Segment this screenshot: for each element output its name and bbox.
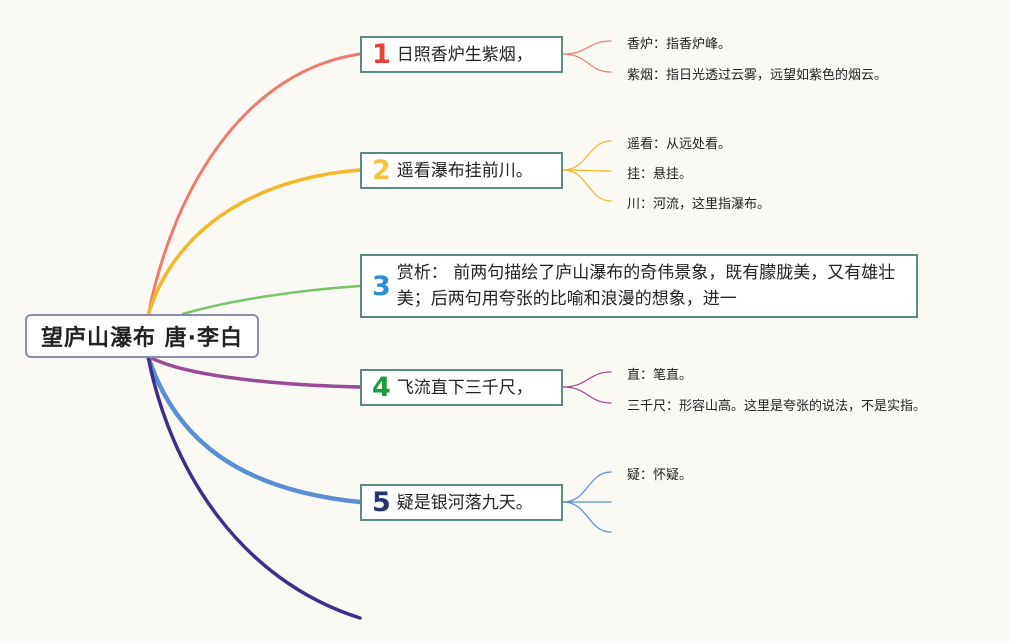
note-2-3[interactable]: 川：河流，这里指瀑布。 (627, 197, 771, 212)
branch-2-connector (146, 168, 362, 318)
extra-connector (146, 354, 362, 620)
root-title: 望庐山瀑布 唐·李白 (40, 326, 244, 351)
note-4-1[interactable]: 直：笔直。 (627, 368, 693, 383)
note-4-2[interactable]: 三千尺：形容山高。这里是夸张的说法，不是实指。 (627, 399, 927, 414)
branch-1-number: 1 (372, 39, 391, 70)
branch-1-connector (146, 52, 362, 318)
branch-5-note-connector-3 (562, 501, 612, 533)
branch-3[interactable]: 3 赏析： 前两句描绘了庐山瀑布的奇伟景象，既有朦胧美，又有雄壮美；后两句用夸张… (360, 254, 918, 318)
branch-4-note-connector-1 (562, 371, 612, 388)
note-1-2[interactable]: 紫烟：指日光透过云雾，远望如紫色的烟云。 (627, 68, 888, 83)
branch-1-note-connector-1 (562, 40, 612, 55)
branch-4-connector (146, 354, 362, 389)
branch-4-text: 飞流直下三千尺， (396, 377, 533, 398)
note-1-1[interactable]: 香炉：指香炉峰。 (627, 37, 732, 52)
branch-2-note-connector-3 (562, 169, 612, 202)
branch-3-connector (181, 284, 362, 316)
note-5-1[interactable]: 疑：怀疑。 (627, 468, 693, 483)
branch-5-connector (145, 353, 363, 505)
branch-3-number: 3 (372, 270, 391, 302)
branch-1-text: 日照香炉生紫烟， (396, 44, 533, 65)
branch-3-text: 赏析： 前两句描绘了庐山瀑布的奇伟景象，既有朦胧美，又有雄壮美；后两句用夸张的比… (396, 263, 896, 309)
branch-5[interactable]: 5 疑是银河落九天。 (360, 484, 563, 521)
branch-2[interactable]: 2 遥看瀑布挂前川。 (360, 152, 563, 189)
branch-2-text: 遥看瀑布挂前川。 (396, 160, 533, 181)
note-2-2[interactable]: 挂：悬挂。 (627, 167, 693, 182)
branch-4[interactable]: 4 飞流直下三千尺， (360, 369, 563, 406)
branch-4-note-connector-2 (562, 386, 612, 404)
branch-2-note-connector-1 (562, 140, 612, 171)
root-topic[interactable]: 望庐山瀑布 唐·李白 (25, 314, 259, 358)
branch-1[interactable]: 1 日照香炉生紫烟， (360, 36, 563, 73)
branch-2-number: 2 (372, 155, 391, 186)
branch-5-number: 5 (372, 487, 391, 518)
branch-1-note-connector-2 (562, 53, 612, 73)
branch-4-number: 4 (372, 372, 391, 403)
branch-5-text: 疑是银河落九天。 (396, 492, 533, 513)
note-2-1[interactable]: 遥看：从远处看。 (627, 137, 732, 152)
branch-5-note-connector-1 (562, 471, 612, 503)
